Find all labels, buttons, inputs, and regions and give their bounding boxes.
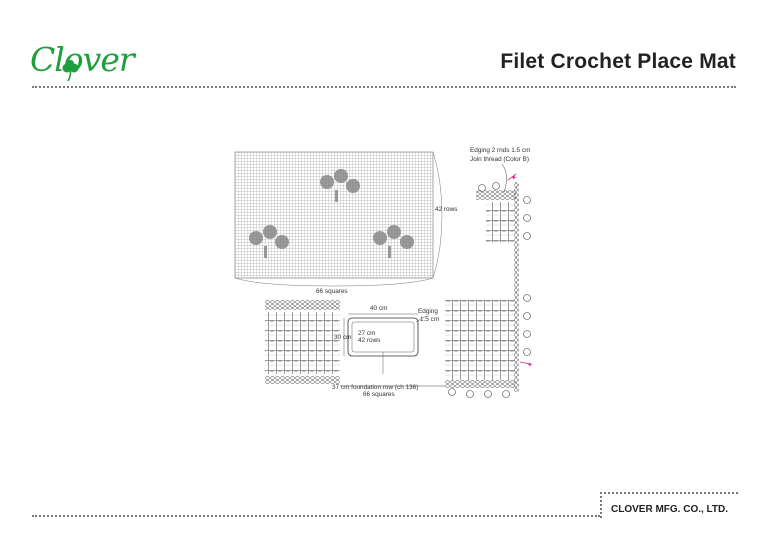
inner-rows-label: 42 rows xyxy=(358,337,380,344)
join-marker-icon: ✦ xyxy=(527,361,533,369)
edging-chart-top: ✦ xyxy=(476,173,531,392)
brand-logo: Clover xyxy=(30,40,142,82)
join-marker-icon: ✦ xyxy=(511,174,517,182)
width-label: 40 cm xyxy=(370,305,387,312)
filet-grid xyxy=(234,151,443,287)
clover-leaf-icon xyxy=(62,60,79,82)
edging-size-label: 1.5 cm xyxy=(420,316,439,323)
crochet-diagram: 42 rows 66 squares Edging 2 rnds 1.5 cm … xyxy=(234,147,533,398)
inner-height-label: 27 cm xyxy=(358,330,375,337)
bottom-divider xyxy=(32,515,600,517)
edging-label: Edging xyxy=(418,308,438,315)
clover-motif xyxy=(373,225,414,258)
clover-motif xyxy=(249,225,289,258)
height-label: 30 cm xyxy=(334,334,351,341)
grid-rows-label: 42 rows xyxy=(435,206,457,213)
brand-wordmark: Clover xyxy=(30,40,135,79)
join-thread-note: Join thread (Color B) xyxy=(470,156,529,163)
stitch-chart-bottom: ✦ xyxy=(265,300,533,398)
grid-squares-label: 66 squares xyxy=(316,288,348,295)
company-name: CLOVER MFG. CO., LTD. xyxy=(611,504,729,515)
top-divider xyxy=(32,86,736,88)
company-box xyxy=(600,492,738,518)
clover-motif xyxy=(320,169,360,202)
foundation-squares-label: 66 squares xyxy=(363,391,395,398)
page-title: Filet Crochet Place Mat xyxy=(500,50,736,73)
foundation-label: 37 cm foundation row (ch 136) xyxy=(332,384,418,391)
edging-note: Edging 2 rnds 1.5 cm xyxy=(470,147,530,154)
